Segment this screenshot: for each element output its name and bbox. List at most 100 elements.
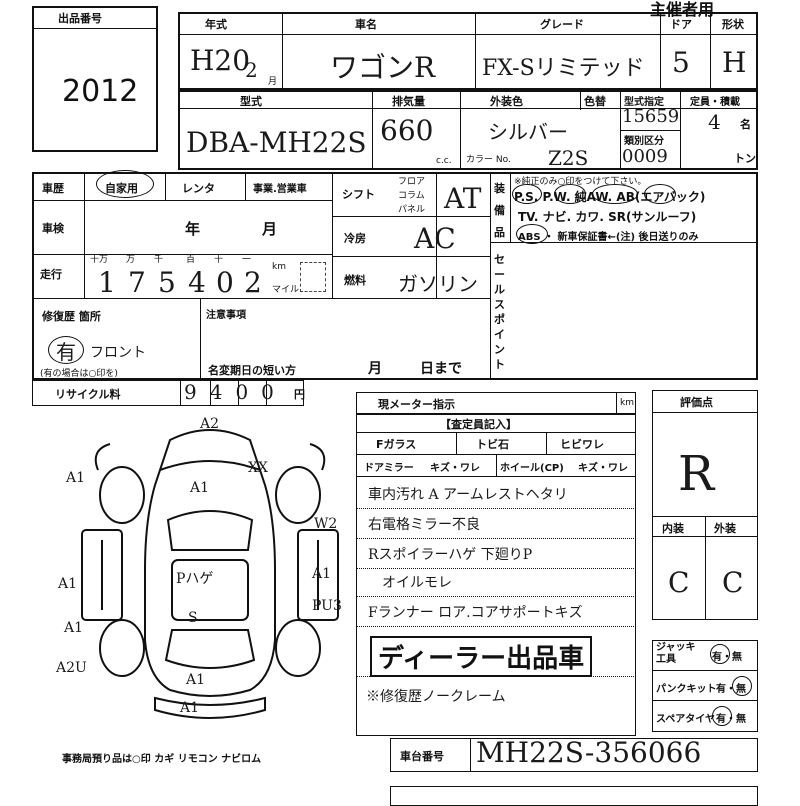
equipment-line2: TV. ナビ. カワ. SR(サンルーフ) <box>518 210 697 224</box>
recycle-value: 9400 <box>184 380 287 404</box>
doormirror-label: ドアミラー <box>364 463 414 474</box>
capacity-value: 4 <box>708 110 721 134</box>
digit-label: 一 <box>242 255 252 265</box>
hibiware-label: ヒビワレ <box>560 438 604 451</box>
damage-mark: A1 <box>66 470 86 486</box>
wheel-label: ホイール(CP) <box>500 463 564 474</box>
damage-mark: PU3 <box>312 598 342 614</box>
shape-value: H <box>722 46 747 79</box>
month-value: 2 <box>245 58 258 82</box>
ps-circle <box>512 184 542 204</box>
mileage-label: 走行 <box>40 268 62 281</box>
meter-km: km <box>620 398 634 408</box>
row2-box <box>178 90 758 170</box>
mile-unit: マイル <box>272 285 300 295</box>
puncture-label: パンクキット <box>656 684 717 695</box>
mileage-digit: 4 <box>188 266 206 299</box>
colorcode-label: カラー No. <box>466 155 511 165</box>
tobiishi-label: トビ石 <box>476 438 509 451</box>
equipment-line3: ABS ・ 新車保証書←(注) 後日送りのみ <box>518 232 699 243</box>
bottom-box <box>390 786 758 806</box>
inspector-line: ※修復歴ノークレーム <box>366 689 506 705</box>
digit-label: 千 <box>154 255 164 265</box>
damage-mark: A2U <box>56 660 87 676</box>
doors-value: 5 <box>672 46 690 79</box>
inspector-line: 右電格ミラー不良 <box>368 517 480 533</box>
inspector-title: 【査定員記入】 <box>440 418 517 431</box>
make-label: 車名 <box>355 18 377 31</box>
shift-panel: パネル <box>398 205 426 215</box>
shift-value: AT <box>444 182 482 215</box>
ton-unit: トン <box>734 152 756 165</box>
row1-box <box>178 12 758 90</box>
digit-label: 万 <box>126 255 136 265</box>
repair-note: (有の場合は○印を) <box>40 369 118 379</box>
repair-circle <box>48 336 84 364</box>
shape-label: 形状 <box>722 18 744 31</box>
digit-label: 十万 <box>90 255 109 265</box>
displacement-value: 660 <box>380 114 434 147</box>
lot-box <box>32 6 158 152</box>
shift-label: シフト <box>342 188 375 201</box>
color-label: 外装色 <box>490 95 523 108</box>
inspector-box <box>356 414 636 736</box>
type-value: 15659 <box>622 106 680 127</box>
name-change-month: 月 <box>368 361 382 377</box>
exterior-label: 外装 <box>714 522 736 535</box>
displacement-label: 排気量 <box>392 95 425 108</box>
history-business: 事業.営業車 <box>253 184 307 195</box>
model-value: DBA-MH22S <box>186 126 367 159</box>
puncture-value: 有・無 <box>716 684 746 695</box>
class-label: 類別区分 <box>624 136 664 147</box>
interior-label: 内装 <box>662 522 684 535</box>
recycle-unit: 円 <box>294 388 305 401</box>
inspection-month-unit: 月 <box>262 220 278 238</box>
digit-label: 十 <box>214 255 224 265</box>
grade-label: グレード <box>540 18 584 31</box>
type-label: 型式指定 <box>624 97 664 108</box>
ac-label: 冷房 <box>344 232 366 245</box>
inspection-year-unit: 年 <box>185 220 201 238</box>
damage-mark: XX <box>248 460 268 476</box>
class-value: 0009 <box>622 146 668 167</box>
car-diagram <box>81 429 339 719</box>
jack-circle <box>710 644 730 664</box>
equipment-note: ※純正のみ○印をつけて下さい。 <box>514 177 647 187</box>
office-note: 事務局預り品は○印 カギ リモコン ナビロム <box>62 754 262 765</box>
puncture-circle <box>732 676 752 696</box>
capacity-unit: 名 <box>740 118 751 131</box>
damage-mark: A1 <box>64 620 84 636</box>
colorcode-value: Z2S <box>548 146 589 170</box>
grade-value: FX-Sリミテッド <box>482 56 645 81</box>
year-label: 年式 <box>205 18 227 31</box>
chassis-box <box>390 738 758 772</box>
evaluation-value: R <box>678 446 715 502</box>
damage-mark: A2 <box>200 416 220 432</box>
wheel-status: キズ・ワレ <box>578 463 628 474</box>
repair-detail: フロント <box>90 345 146 361</box>
mileage-digit: 5 <box>158 266 176 299</box>
damage-mark: A1 <box>190 480 210 496</box>
damage-mark: Pハゲ <box>176 571 214 587</box>
mileage-digit: 1 <box>98 266 116 299</box>
notes-label: 注意事項 <box>206 310 246 321</box>
lot-number: 2012 <box>62 74 139 109</box>
damage-mark: A1 <box>180 700 200 716</box>
lot-label: 出品番号 <box>58 12 102 25</box>
chassis-label: 車台番号 <box>400 750 444 763</box>
abs-circle <box>516 224 548 244</box>
name-change-label: 名変期日の短い方 <box>208 364 296 377</box>
spare-label: スペアタイヤ <box>656 714 715 725</box>
damage-mark: S <box>188 610 198 626</box>
aw-circle <box>592 184 638 204</box>
year-value: H20 <box>190 44 251 77</box>
recycle-box <box>32 380 304 406</box>
history-private-circle <box>96 170 154 198</box>
mile-checkbox <box>300 262 326 292</box>
fglass-label: Fガラス <box>376 438 417 451</box>
damage-mark: A1 <box>186 672 206 688</box>
model-label: 型式 <box>240 95 262 108</box>
repair-label: 修復歴 箇所 <box>42 310 101 323</box>
meter-label: 現メーター指示 <box>378 398 455 411</box>
inspector-line: オイルモレ <box>382 575 452 591</box>
